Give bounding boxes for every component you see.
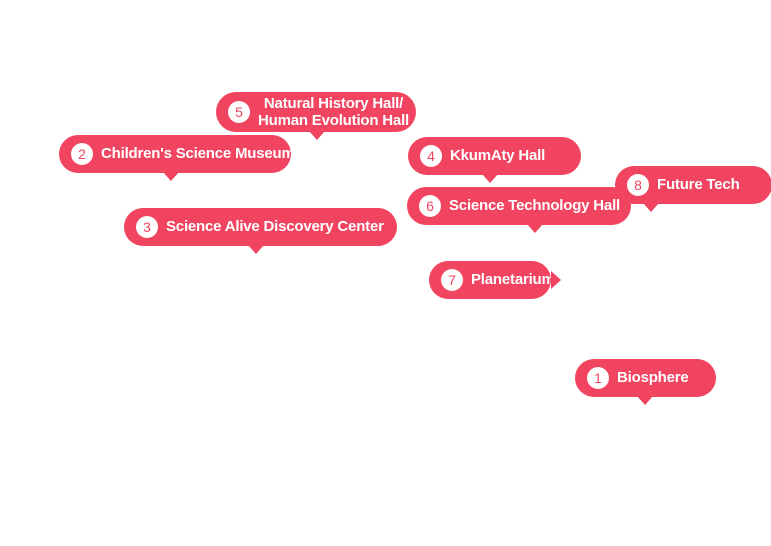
marker-label: Science Technology Hall xyxy=(449,197,621,214)
marker-number: 7 xyxy=(441,269,463,291)
marker-number: 2 xyxy=(71,143,93,165)
marker-planetarium-pointer xyxy=(551,271,561,289)
marker-label-line-2: Human Evolution Hall xyxy=(258,112,410,129)
marker-natural-history-hall[interactable]: 5 Natural History Hall/ Human Evolution … xyxy=(216,92,416,140)
marker-number: 5 xyxy=(228,101,250,123)
marker-number: 1 xyxy=(587,367,609,389)
marker-label: Future Tech xyxy=(657,176,740,193)
marker-childrens-science-museum[interactable]: 2 Children's Science Museum xyxy=(59,135,295,181)
marker-label: Children's Science Museum xyxy=(101,145,295,162)
marker-number: 8 xyxy=(627,174,649,196)
marker-label: KkumAty Hall xyxy=(450,147,546,164)
marker-number: 6 xyxy=(419,195,441,217)
marker-label: Science Alive Discovery Center xyxy=(166,218,384,235)
marker-future-tech[interactable]: 8 Future Tech xyxy=(615,166,771,212)
marker-science-technology-hall[interactable]: 6 Science Technology Hall xyxy=(407,187,631,233)
marker-science-alive-discovery-center[interactable]: 3 Science Alive Discovery Center xyxy=(124,208,397,254)
marker-number: 3 xyxy=(136,216,158,238)
marker-biosphere[interactable]: 1 Biosphere xyxy=(575,359,716,405)
marker-label: Biosphere xyxy=(617,369,689,386)
marker-number: 4 xyxy=(420,145,442,167)
marker-planetarium[interactable]: 7 Planetarium xyxy=(429,261,555,299)
marker-label-line-1: Natural History Hall/ xyxy=(263,95,404,112)
marker-kkumaty-hall[interactable]: 4 KkumAty Hall xyxy=(408,137,581,183)
marker-label: Natural History Hall/ Human Evolution Ha… xyxy=(258,95,409,129)
marker-label: Planetarium xyxy=(471,271,555,288)
